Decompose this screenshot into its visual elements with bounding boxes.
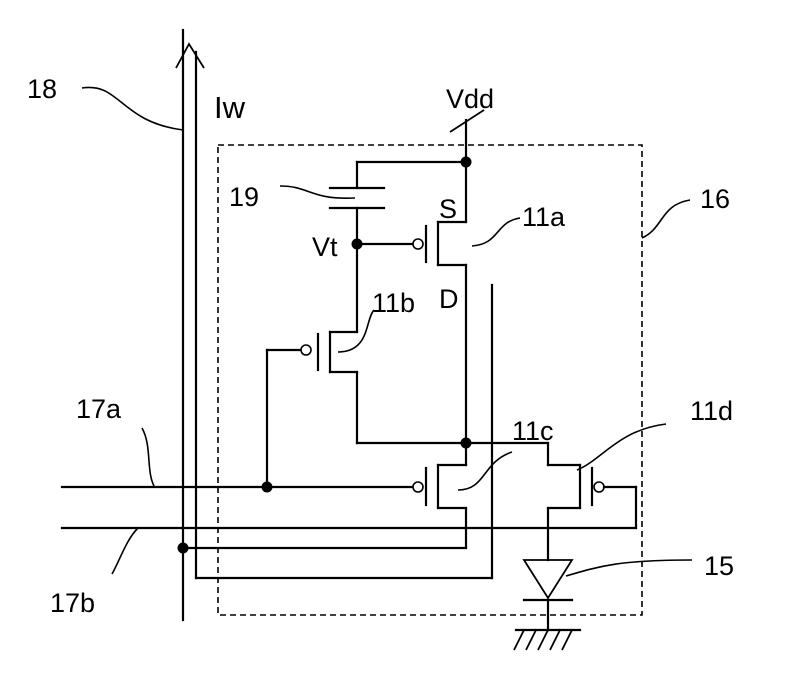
leader-15: [566, 560, 692, 576]
transistor-11d: [548, 443, 636, 528]
gate-bubble-11d: [594, 482, 604, 492]
junction-dot-vt: [352, 239, 363, 250]
label-11b: 11b: [372, 288, 415, 318]
leader-17a: [142, 428, 154, 486]
label-vdd: Vdd: [446, 84, 494, 114]
leader-18: [82, 87, 183, 130]
label-16: 16: [700, 184, 730, 214]
current-arrow-head: [176, 44, 204, 68]
el-element-15: [524, 560, 572, 630]
label-18: 18: [27, 74, 57, 104]
pixel-boundary-box: [218, 145, 642, 615]
label-s: S: [439, 194, 457, 224]
gate-bubble-11c: [413, 482, 423, 492]
label-17b: 17b: [50, 588, 95, 618]
label-iw: Iw: [214, 90, 246, 125]
gate-bubble-11a: [413, 239, 423, 249]
transistor-11c: [413, 443, 466, 508]
label-11d: 11d: [690, 396, 733, 426]
label-15: 15: [704, 551, 734, 581]
label-vt: Vt: [312, 232, 338, 262]
junction-dot-drain: [461, 438, 472, 449]
vdd-supply: [450, 110, 484, 162]
leader-17b: [112, 528, 138, 574]
leader-16: [642, 200, 690, 238]
label-d: D: [439, 284, 459, 314]
junction-dot-vdd: [461, 157, 472, 168]
label-11c: 11c: [512, 416, 554, 446]
label-11a: 11a: [522, 202, 566, 232]
junction-dot-18: [178, 543, 189, 554]
gate-bubble-11b: [301, 345, 311, 355]
ground-symbol: [514, 630, 580, 650]
leader-11d: [577, 424, 666, 470]
leader-11a: [472, 218, 520, 246]
label-19: 19: [229, 182, 259, 212]
label-17a: 17a: [76, 394, 122, 424]
junction-dot-17a: [262, 482, 273, 493]
